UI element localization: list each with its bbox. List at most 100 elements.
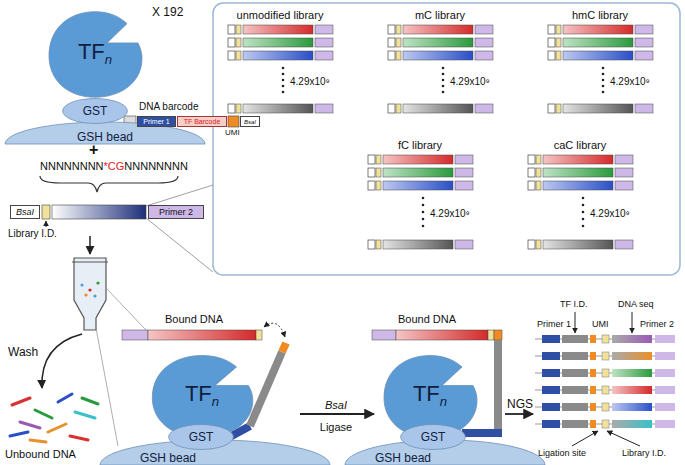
- random-seq-block: [52, 205, 146, 219]
- ellipse-outline: [169, 425, 234, 450]
- zoom-line: [96, 328, 118, 446]
- library-id-block: [256, 330, 262, 340]
- node-text: BsaI: [244, 119, 256, 125]
- node-label: GST: [189, 430, 214, 444]
- art-circle: [93, 294, 96, 297]
- umi-block: [228, 116, 239, 127]
- barcode-primer: [462, 429, 502, 437]
- art-line: [20, 422, 40, 428]
- library-strand: [228, 38, 333, 47]
- art-circle: [422, 211, 425, 214]
- art-circle: [602, 67, 605, 70]
- subscript: n: [105, 53, 112, 68]
- ellipse-outline: [63, 99, 128, 124]
- multiplier: X 192: [152, 6, 183, 19]
- node-label: TF Barcode: [184, 118, 221, 125]
- art-circle: [442, 73, 445, 76]
- sequence-cpg: *CG: [104, 160, 125, 172]
- process-arrow: [505, 413, 533, 415]
- node-label: GST: [421, 430, 446, 444]
- annotation: Unbound DNA: [5, 448, 76, 460]
- node-label: Primer 1: [143, 118, 169, 125]
- zoom-line: [146, 218, 213, 272]
- node-text: GST: [83, 105, 108, 117]
- art-line: [35, 410, 52, 418]
- annotation: UMI: [225, 129, 240, 138]
- library-strand: [368, 181, 473, 190]
- library-strand: [388, 38, 493, 47]
- subscript: n: [212, 395, 219, 410]
- art-circle: [80, 283, 83, 286]
- node-label: TF: [78, 39, 105, 64]
- library-strand: [548, 38, 653, 47]
- sequencing-read: [535, 352, 675, 360]
- library-strand: [388, 25, 493, 34]
- node-label: GSH bead: [140, 451, 196, 465]
- art-circle: [582, 197, 585, 200]
- flow-arrow: [89, 236, 91, 254]
- node-text: GSH bead: [140, 452, 196, 464]
- art-circle: [282, 73, 285, 76]
- primer-block: [372, 330, 396, 340]
- art-circle: [96, 281, 99, 284]
- node-text: TFn: [413, 383, 447, 409]
- library-strand: [548, 51, 653, 60]
- pointer-arrow: [607, 431, 640, 446]
- zoom-line: [106, 288, 146, 330]
- unbound-dna: [10, 394, 98, 442]
- subscript: n: [440, 395, 447, 410]
- gst-tag: GST: [400, 424, 466, 450]
- library-strand: [228, 51, 333, 60]
- library-size: 4.29x10⁹: [610, 76, 650, 87]
- library-strand: [388, 51, 493, 60]
- node-text: TF Barcode: [184, 118, 221, 125]
- art-line: [82, 398, 98, 404]
- pointer-arrow: [46, 221, 47, 227]
- bsai-site: BsaI: [10, 205, 40, 219]
- art-circle: [602, 79, 605, 82]
- library-strand: [548, 104, 653, 113]
- art-circle: [422, 225, 425, 228]
- library-strand: [388, 104, 493, 113]
- art-circle: [88, 288, 91, 291]
- sequencing-read: [535, 335, 675, 343]
- ligation-arc: [264, 323, 285, 337]
- art-circle: [582, 218, 585, 221]
- library-id-block: [488, 330, 494, 340]
- tf-protein: TFn: [45, 8, 145, 100]
- step-label: Ligase: [320, 421, 352, 433]
- node-text: TFn: [78, 41, 112, 67]
- art-circle: [84, 293, 87, 296]
- art-circle: [422, 197, 425, 200]
- gst-tag: GST: [168, 424, 234, 450]
- art-circle: [442, 79, 445, 82]
- node-label: TF: [185, 381, 212, 406]
- sequencing-read: [535, 369, 675, 377]
- plus-sign: +: [89, 141, 98, 159]
- gst-tag: GST: [62, 98, 128, 124]
- annotation: TF I.D.: [560, 300, 588, 310]
- bound-dna: [396, 330, 488, 340]
- art-circle: [422, 204, 425, 207]
- barcode-umi: [494, 330, 502, 340]
- sequence: NNNNNNNN: [40, 160, 104, 172]
- art-circle: [442, 91, 445, 94]
- library-title: unmodified library: [237, 9, 324, 21]
- library-strand: [368, 168, 473, 177]
- node-label: GSH bead: [77, 130, 133, 144]
- annotation: DNA seq: [618, 300, 654, 310]
- ellipse-outline: [401, 425, 466, 450]
- art-circle: [442, 67, 445, 70]
- process-arrow: [300, 413, 374, 415]
- annotation: Library I.D.: [8, 228, 57, 239]
- annotation: DNA barcode: [139, 101, 198, 112]
- step-label: Wash: [8, 346, 38, 359]
- annotation: Primer 2: [640, 320, 674, 330]
- pointer-arrow: [575, 312, 576, 333]
- dome-outline: [5, 122, 205, 144]
- node-label: TF: [413, 381, 440, 406]
- annotation: UMI: [592, 320, 609, 330]
- sequencing-read: [535, 420, 675, 428]
- art-circle: [582, 225, 585, 228]
- dome-outline: [100, 440, 330, 465]
